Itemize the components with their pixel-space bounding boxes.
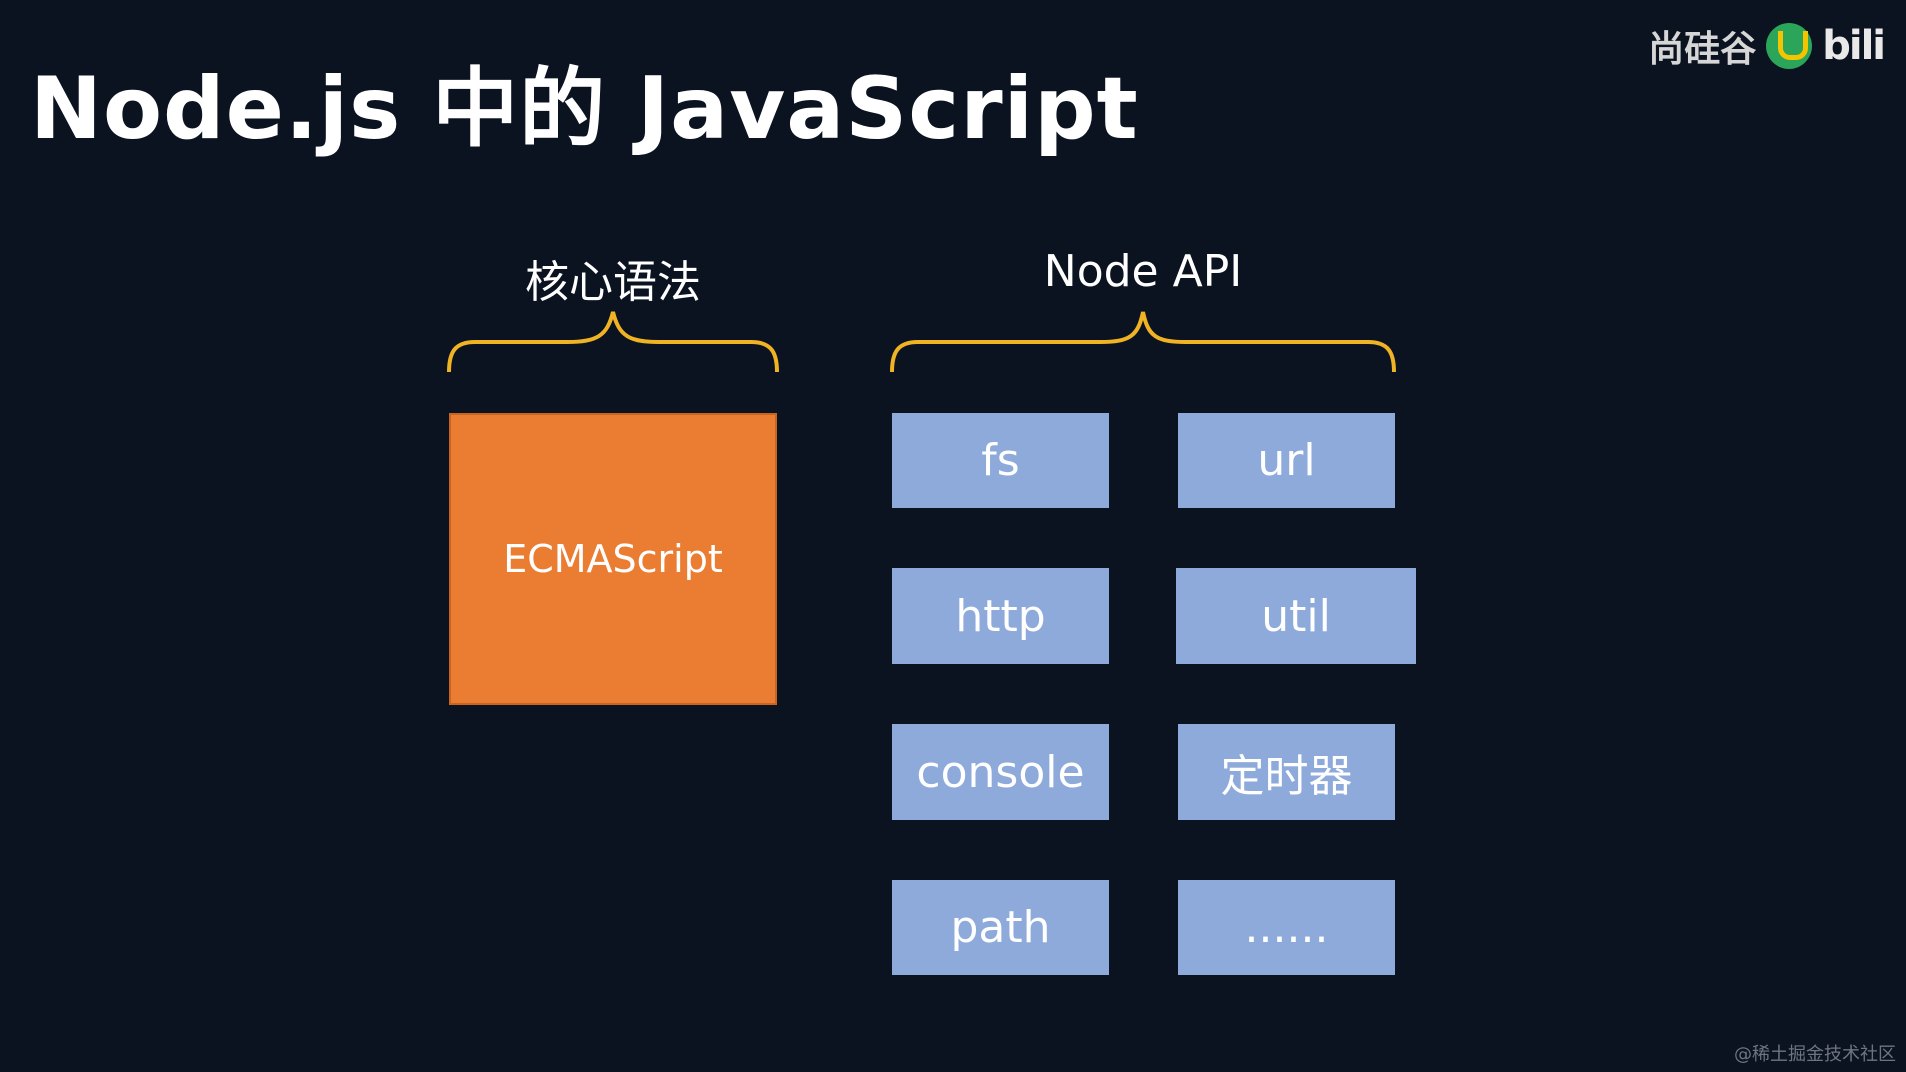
node-api-brace-icon [890, 311, 1396, 373]
api-module-more: ...... [1178, 880, 1395, 975]
page-title: Node.js 中的 JavaScript [30, 59, 1139, 159]
node-api-label: Node API [1043, 246, 1243, 297]
shangguigu-logo-icon [1766, 23, 1813, 69]
api-module-console: console [892, 724, 1109, 820]
footer-watermark: @稀土掘金技术社区 [1734, 1044, 1896, 1065]
watermark: 尚硅谷 bili [1648, 20, 1886, 72]
api-module-path: path [892, 880, 1109, 975]
api-module-url: url [1178, 413, 1395, 508]
watermark-bili-text: bili [1822, 23, 1886, 69]
api-module-fs: fs [892, 413, 1109, 508]
api-module-util: util [1176, 568, 1416, 664]
ecmascript-box: ECMAScript [449, 413, 777, 705]
api-module-timers: 定时器 [1178, 724, 1395, 820]
api-module-http: http [892, 568, 1109, 664]
core-syntax-label: 核心语法 [525, 257, 701, 308]
core-brace-icon [447, 311, 779, 373]
watermark-text: 尚硅谷 [1648, 29, 1757, 70]
